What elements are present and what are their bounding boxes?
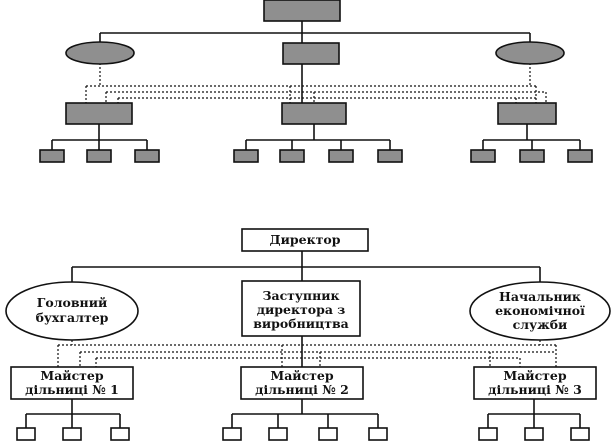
schematic-leaf-box [328,149,354,163]
site-master-3-box [473,366,597,400]
schematic-leaf-box [377,149,403,163]
schematic-chart [51,21,581,150]
schematic-leaf-box [519,149,545,163]
labeled-chart-connectors [25,251,581,428]
site-master-3-label-line-2: дільниці № 3 [488,382,582,397]
director-label: Директор [270,232,341,247]
labeled-chart-labels: Директор Головний бухгалтер Заступник ди… [25,232,585,397]
schematic-right-ellipse [495,41,565,65]
schematic-leaf-box [567,149,593,163]
site-master-2-label-line-1: Майстер [270,368,334,383]
schematic-left-ellipse [65,41,135,65]
workplace-box [16,427,36,441]
site-master-3-label-line-1: Майстер [503,368,567,383]
schematic-leaf-box [279,149,305,163]
workplace-box [570,427,590,441]
deputy-director-box [241,280,361,337]
schematic-mid-box-center [281,102,347,125]
deputy-director-label-line-3: виробництва [253,316,349,331]
workplace-box [110,427,130,441]
schematic-nodes [39,0,593,163]
site-master-2-box [240,366,364,400]
schematic-leaf-box [39,149,65,163]
workplace-box [368,427,388,441]
site-master-1-box [10,366,134,400]
head-economic-ellipse [469,281,611,341]
deputy-director-label-line-2: директора з [257,302,346,317]
schematic-center-box [282,42,340,65]
labeled-chart-nodes [5,228,611,441]
schematic-leaf-box [86,149,112,163]
workplace-box [524,427,544,441]
schematic-leaf-box [470,149,496,163]
chief-accountant-label-line-1: Головний [37,295,108,310]
site-master-1-label-line-1: Майстер [40,368,104,383]
workplace-box [62,427,82,441]
chief-accountant-label-line-2: бухгалтер [36,310,109,325]
workplace-box [318,427,338,441]
schematic-leaf-box [134,149,160,163]
head-economic-label-line-3: служби [513,317,568,332]
head-economic-label-line-1: Начальник [499,289,581,304]
deputy-director-label-line-1: Заступник [262,288,339,303]
schematic-mid-box-left [65,102,133,125]
workplace-box [478,427,498,441]
schematic-leaf-box [233,149,259,163]
director-box [241,228,369,252]
schematic-top-box [263,0,341,22]
site-master-2-label-line-2: дільниці № 2 [255,382,349,397]
site-master-1-label-line-2: дільниці № 1 [25,382,119,397]
chief-accountant-ellipse [5,281,139,341]
head-economic-label-line-2: економічної [495,303,585,318]
workplace-box [222,427,242,441]
workplace-box [268,427,288,441]
schematic-mid-box-right [497,102,557,125]
